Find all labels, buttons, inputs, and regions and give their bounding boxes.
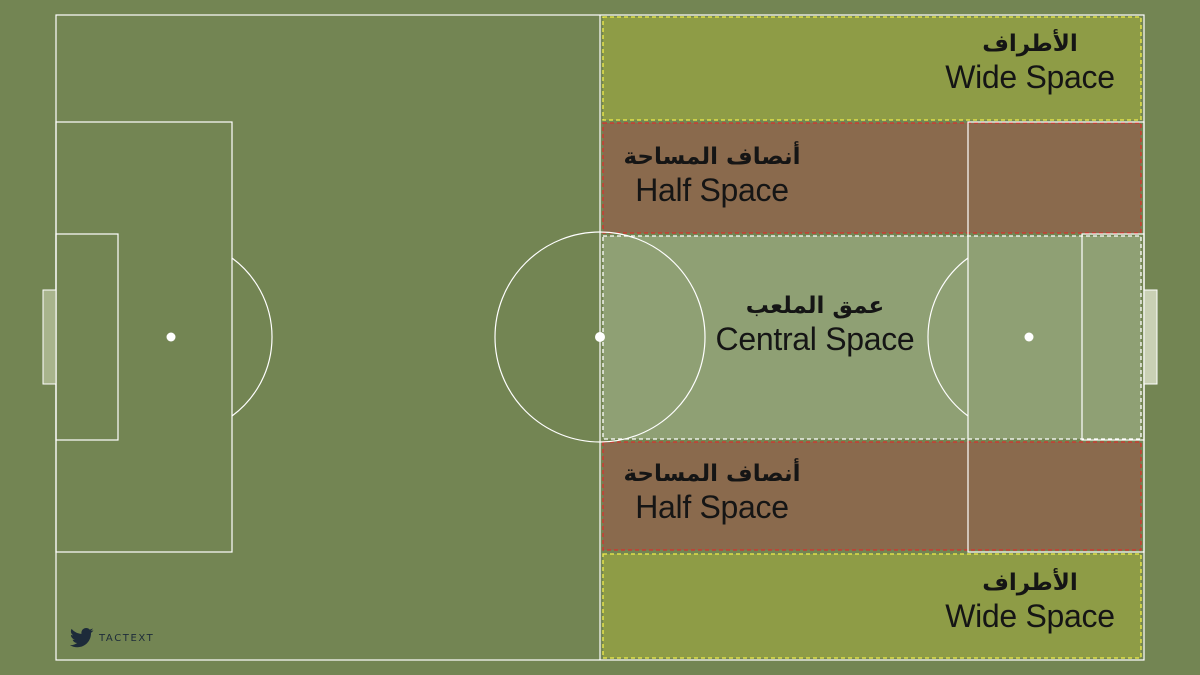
right-goal — [1143, 289, 1158, 385]
label-wide-top-ar: الأطراف — [982, 31, 1078, 57]
right-penalty-spot — [1024, 332, 1034, 342]
zone-wide-top — [602, 16, 1142, 121]
brand-text: TACTEXT — [99, 632, 155, 644]
left-goal-area — [55, 233, 119, 441]
label-half-top-ar: أنصاف المساحة — [623, 144, 801, 170]
zone-half-top — [602, 122, 1142, 234]
left-penalty-spot — [166, 332, 176, 342]
label-central-en: Central Space — [715, 321, 915, 357]
center-spot — [595, 332, 605, 342]
label-central: عمق الملعب Central Space — [680, 292, 950, 358]
label-wide-bottom-ar: الأطراف — [982, 570, 1078, 596]
left-goal — [42, 289, 57, 385]
label-central-ar: عمق الملعب — [745, 293, 885, 319]
right-penalty-arc — [927, 257, 969, 417]
zone-half-bottom — [602, 441, 1142, 551]
brand-watermark: TACTEXT — [70, 628, 154, 648]
label-half-bottom: أنصاف المساحة Half Space — [582, 460, 842, 526]
label-wide-bottom-en: Wide Space — [945, 598, 1115, 634]
zone-wide-bottom — [602, 553, 1142, 659]
twitter-bird-icon — [70, 628, 94, 648]
label-half-top: أنصاف المساحة Half Space — [582, 143, 842, 209]
label-half-bottom-ar: أنصاف المساحة — [623, 461, 801, 487]
label-half-top-en: Half Space — [635, 172, 789, 208]
label-wide-bottom: الأطراف Wide Space — [900, 569, 1160, 635]
left-penalty-box — [55, 121, 233, 553]
label-wide-top-en: Wide Space — [945, 59, 1115, 95]
center-circle — [494, 231, 706, 443]
label-half-bottom-en: Half Space — [635, 489, 789, 525]
left-penalty-arc — [231, 257, 273, 417]
label-wide-top: الأطراف Wide Space — [900, 30, 1160, 96]
